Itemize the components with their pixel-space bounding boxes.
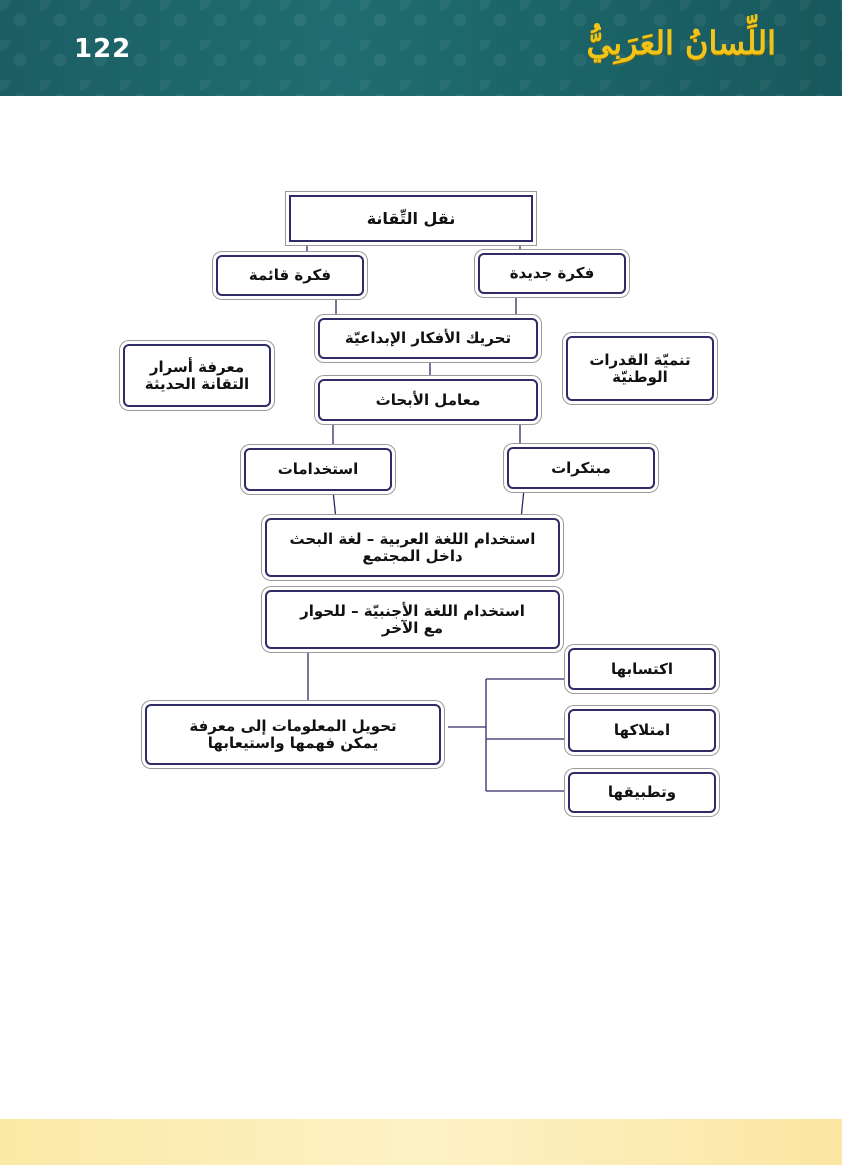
node-national-capacities: تنميّة القدرات الوطنيّة — [566, 336, 714, 401]
node-acquire: اكتسابها — [568, 648, 716, 690]
node-uses: استخدامات — [244, 448, 392, 491]
node-stimulate-ideas: تحريك الأفكار الإبداعيّة — [318, 318, 538, 359]
node-innovations: مبتكرات — [507, 447, 655, 489]
node-arabic-language: استخدام اللغة العربية – لغة البحث داخل ا… — [265, 518, 560, 577]
node-apply: وتطبيقها — [568, 772, 716, 813]
node-own: امتلاكها — [568, 709, 716, 752]
book-logo: اللِّسانُ العَرَبِيُّ — [586, 24, 776, 62]
header-pattern — [0, 0, 842, 96]
connector — [520, 488, 525, 520]
node-foreign-language: استخدام اللغة الأجنبيّة – للحوار مع الآخ… — [265, 590, 560, 649]
page-number: 122 — [74, 34, 132, 64]
node-technology-transfer: نقل التِّقانة — [289, 195, 533, 242]
connector — [332, 490, 337, 520]
node-tech-secrets: معرفة أسرار التقانة الحديثة — [123, 344, 271, 407]
node-convert-information: تحويل المعلومات إلى معرفة يمكن فهمها واس… — [145, 704, 441, 765]
page-footer — [0, 1119, 842, 1165]
node-research-labs: معامل الأبحاث — [318, 379, 538, 421]
node-new-idea: فكرة جديدة — [478, 253, 626, 294]
node-existing-idea: فكرة قائمة — [216, 255, 364, 296]
page-header: 122 اللِّسانُ العَرَبِيُّ — [0, 0, 842, 96]
